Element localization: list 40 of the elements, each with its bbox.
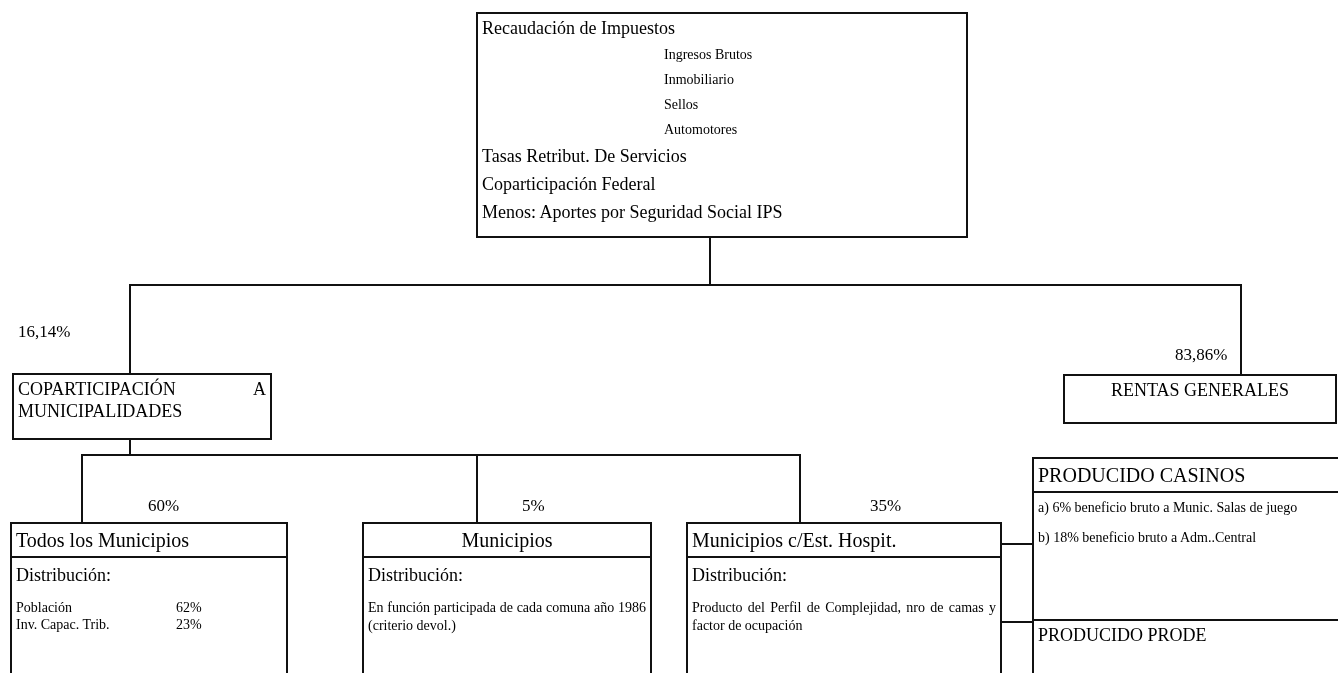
- node-line: Coparticipación Federal: [481, 173, 657, 196]
- criterion-name: Población: [16, 598, 73, 616]
- process-box: [1032, 457, 1338, 621]
- tax-item: Automotores: [663, 121, 739, 139]
- card-title: Todos los Municipios: [12, 524, 286, 558]
- tax-item: Ingresos Brutos: [663, 46, 754, 64]
- percentage-label: 5%: [522, 496, 545, 516]
- criterion-weight: 23%: [176, 616, 202, 634]
- process-box: [362, 522, 652, 673]
- section-heading: Distribución:: [16, 564, 112, 587]
- connector-line: [1001, 543, 1033, 545]
- tax-item: Sellos: [663, 96, 700, 114]
- connector-line: [1001, 621, 1033, 623]
- process-box: [12, 373, 272, 440]
- description: En función participada de cada comuna año 1986 (criterio devol.): [368, 598, 646, 636]
- node-line: Recaudación de Impuestos: [481, 17, 676, 40]
- percentage-label: 60%: [148, 496, 180, 516]
- percentage-label: 16,14%: [18, 322, 71, 342]
- node-title: RENTAS GENERALES: [1109, 379, 1291, 402]
- node-line: Menos: Aportes por Seguridad Social IPS: [481, 201, 784, 224]
- card-title: Municipios c/Est. Hospit.: [688, 524, 1000, 558]
- tax-item: Inmobiliario: [663, 71, 735, 89]
- node-line: Tasas Retribut. De Servicios: [481, 145, 688, 168]
- process-box: [476, 12, 968, 238]
- list-item: b) 18% beneficio bruto a Adm..Central: [1038, 528, 1258, 546]
- node-title: COPARTICIPACIÓN A MUNICIPALIDADES: [17, 377, 267, 423]
- list-item: a) 6% beneficio bruto a Munic. Salas de juego: [1038, 499, 1299, 517]
- process-box: [1063, 374, 1337, 424]
- process-box: [686, 522, 1002, 673]
- section-heading: Distribución:: [368, 564, 464, 587]
- section-heading: Distribución:: [692, 564, 788, 587]
- percentage-label: 35%: [870, 496, 902, 516]
- criterion-weight: 62%: [176, 598, 202, 616]
- card-title: Municipios: [364, 524, 650, 558]
- description: Producto del Perfil de Complejidad, nro de camas y factor de ocupación: [692, 598, 996, 636]
- criterion-name: Inv. Capac. Trib.: [16, 616, 111, 634]
- card-title: PRODUCIDO CASINOS: [1034, 459, 1338, 493]
- process-box: [10, 522, 288, 673]
- percentage-label: 83,86%: [1175, 345, 1228, 365]
- node-title: PRODUCIDO PRODE: [1037, 624, 1208, 647]
